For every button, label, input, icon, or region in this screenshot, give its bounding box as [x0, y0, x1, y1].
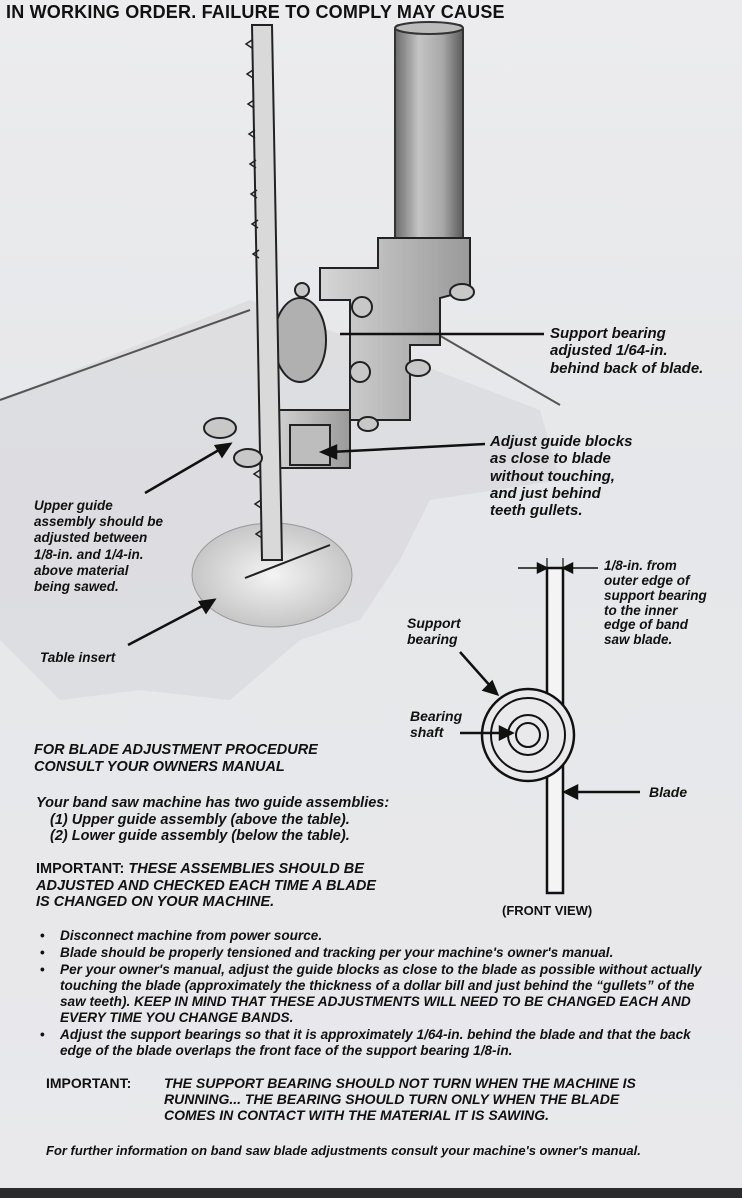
footer-note: For further information on band saw blad…	[46, 1143, 641, 1158]
table-edge-line-right	[429, 329, 561, 406]
important-label: IMPORTANT:	[36, 861, 125, 877]
support-bearing-3d	[273, 297, 327, 383]
adjustment-steps: Disconnect machine from power source. Bl…	[38, 928, 718, 1060]
front-view-arrows	[459, 561, 640, 801]
band-saw-blade	[250, 24, 284, 561]
important-bearing: IMPORTANT: THE SUPPORT BEARING SHOULD NO…	[46, 1075, 636, 1124]
page-bottom-edge	[0, 1188, 742, 1198]
callout-guide-blocks: Adjust guide blocks as close to blade wi…	[490, 433, 633, 519]
callout-support-bearing-adjustment: Support bearing adjusted 1/64-in. behind…	[550, 325, 704, 377]
header-text: IN WORKING ORDER. FAILURE TO COMPLY MAY …	[6, 2, 505, 22]
callout-bearing-shaft: Bearing shaft	[410, 708, 463, 741]
front-view-diagram	[480, 558, 598, 895]
important-assemblies: IMPORTANT: THESE ASSEMBLIES SHOULD BE AD…	[36, 861, 376, 911]
kerf-line	[244, 544, 331, 579]
callout-arrows	[127, 332, 544, 647]
post-top	[394, 21, 464, 35]
callout-blade: Blade	[649, 784, 688, 800]
front-view-label: (FRONT VIEW)	[502, 903, 593, 918]
callout-upper-guide: Upper guide assembly should be adjusted …	[34, 498, 164, 594]
list-item: Blade should be properly tensioned and t…	[38, 945, 718, 961]
table-edge-line	[0, 309, 251, 401]
important-label: IMPORTANT:	[46, 1075, 132, 1091]
guide-block	[289, 424, 331, 466]
guide-assemblies-intro: Your band saw machine has two guide asse…	[36, 795, 390, 845]
list-item: Per your owner's manual, adjust the guid…	[38, 962, 718, 1026]
procedure-note: FOR BLADE ADJUSTMENT PROCEDURE CONSULT Y…	[34, 742, 318, 775]
thumb-screw-icon	[203, 282, 475, 468]
blade-teeth	[244, 39, 263, 539]
list-item: Disconnect machine from power source.	[38, 928, 718, 944]
callout-eighth-inch: 1/8-in. from outer edge of support beari…	[604, 558, 707, 648]
support-bearing-outer	[480, 687, 576, 783]
guide-post	[394, 24, 464, 256]
callout-support-bearing: Support bearing	[407, 615, 461, 648]
callout-table-insert: Table insert	[40, 650, 116, 665]
list-item: Adjust the support bearings so that it i…	[38, 1027, 718, 1059]
